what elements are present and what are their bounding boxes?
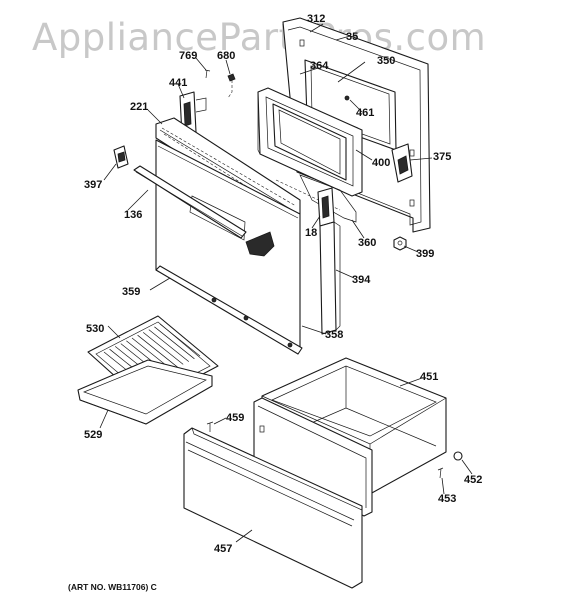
hinge-375 bbox=[391, 143, 413, 183]
callout-529: 529 bbox=[84, 429, 102, 441]
screw-459 bbox=[206, 421, 214, 432]
nut-399 bbox=[393, 236, 407, 251]
screw-453 bbox=[437, 467, 444, 479]
pan-slot bbox=[154, 326, 195, 360]
watermark: AppliancePartsPros.com bbox=[32, 16, 486, 59]
screw-769 bbox=[204, 69, 211, 79]
pan-slot bbox=[148, 329, 190, 362]
drawer-front-panel bbox=[183, 427, 363, 589]
callout-769: 769 bbox=[179, 50, 197, 62]
bracket-397 bbox=[113, 145, 129, 169]
post-394 bbox=[319, 221, 341, 335]
callout-312: 312 bbox=[307, 13, 325, 25]
callout-451: 451 bbox=[420, 371, 438, 383]
callout-375: 375 bbox=[433, 151, 451, 163]
callout-35: 35 bbox=[346, 31, 358, 43]
screw-guide-line bbox=[227, 80, 233, 99]
broiler-pan bbox=[77, 359, 213, 425]
callout-221: 221 bbox=[130, 101, 148, 113]
pan-slot bbox=[159, 323, 201, 357]
callout-397: 397 bbox=[84, 179, 102, 191]
hinge-18 bbox=[317, 187, 335, 227]
callout-453: 453 bbox=[438, 493, 456, 505]
clip-680 bbox=[227, 73, 236, 82]
callout-358: 358 bbox=[325, 329, 343, 341]
callout-18: 18 bbox=[305, 227, 317, 239]
callout-680: 680 bbox=[217, 50, 235, 62]
callout-400: 400 bbox=[372, 157, 390, 169]
inner-window-frame bbox=[257, 87, 363, 197]
screw-461 bbox=[344, 95, 350, 101]
callout-459: 459 bbox=[226, 412, 244, 424]
leader-lines bbox=[99, 23, 473, 543]
callout-441: 441 bbox=[169, 77, 187, 89]
callout-364: 364 bbox=[310, 60, 329, 72]
door-liner-360 bbox=[275, 174, 357, 223]
bottom-trim-359 bbox=[155, 265, 303, 355]
callout-359: 359 bbox=[122, 286, 140, 298]
callout-461: 461 bbox=[356, 107, 374, 119]
callout-457: 457 bbox=[214, 543, 232, 555]
callout-350: 350 bbox=[377, 55, 395, 67]
callout-394: 394 bbox=[352, 274, 371, 286]
callout-136: 136 bbox=[124, 209, 142, 221]
callout-360: 360 bbox=[358, 237, 376, 249]
pan-slot bbox=[137, 334, 178, 368]
callout-labels: 312 35 364 350 461 400 375 769 680 441 2… bbox=[84, 13, 482, 555]
callout-530: 530 bbox=[86, 323, 104, 335]
callout-452: 452 bbox=[464, 474, 482, 486]
pan-slot bbox=[142, 332, 184, 365]
foot-452 bbox=[453, 451, 463, 461]
art-number: (ART NO. WB11706) C bbox=[68, 582, 157, 592]
door-handle bbox=[133, 165, 247, 239]
callout-399: 399 bbox=[416, 248, 434, 260]
